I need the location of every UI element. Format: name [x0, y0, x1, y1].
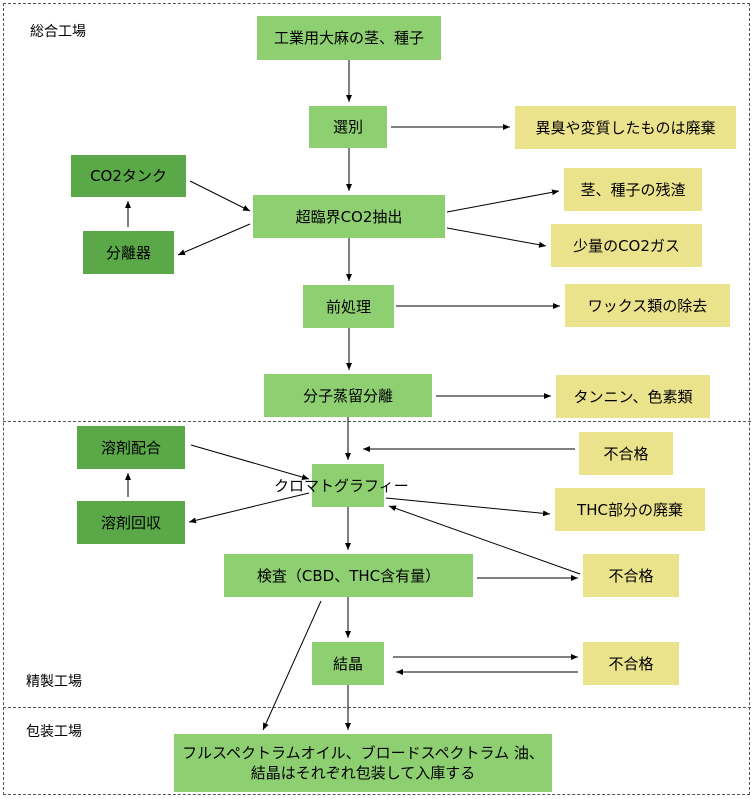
node-inspection: 検査（CBD、THC含有量）: [224, 554, 473, 597]
node-hemp-input: 工業用大麻の茎、種子: [257, 16, 441, 60]
node-reject-odor: 異臭や変質したものは廃棄: [515, 106, 736, 149]
arrow-extraction-to-residue: [446, 189, 560, 213]
zone-divider-integrated-refining: [3, 421, 751, 422]
node-wax-removal: ワックス類の除去: [565, 284, 730, 327]
zone-label-refining-factory: 精製工場: [26, 674, 82, 690]
diagram-frame: [3, 3, 750, 795]
node-separator: 分離器: [83, 231, 174, 274]
arrow-extraction-to-co2gas: [446, 227, 547, 248]
arrow-inspection-to-packaging: [262, 600, 322, 731]
zone-divider-refining-packaging: [3, 707, 751, 708]
node-chromatography: クロマトグラフィー: [274, 477, 409, 495]
node-molecular-distillation: 分子蒸留分離: [264, 374, 432, 417]
arrow-fail2-to-chromatography: [388, 505, 581, 575]
zone-label-packaging-factory: 包装工場: [26, 724, 82, 740]
node-tannin-pigment: タンニン、色素類: [556, 375, 710, 418]
node-solvent-mixing: 溶剤配合: [77, 426, 185, 469]
node-packaging: フルスペクトラムオイル、ブロードスペクトラム 油、 結晶はそれぞれ包装して入庫す…: [174, 734, 552, 792]
node-fail-2: 不合格: [583, 554, 679, 597]
node-chromatography-box: [312, 464, 384, 507]
arrow-chromatography-to-recovery: [188, 492, 310, 524]
node-packaging-line1: フルスペクトラムオイル、ブロードスペクトラム 油、: [182, 744, 544, 762]
node-fail-3: 不合格: [583, 642, 679, 685]
node-thc-disposal: THC部分の廃棄: [555, 488, 705, 531]
node-sorting: 選別: [309, 106, 387, 148]
node-packaging-line2: 結晶はそれぞれ包装して入庫する: [250, 764, 476, 782]
node-crystallization: 結晶: [312, 642, 384, 685]
node-sc-co2-extraction: 超臨界CO2抽出: [253, 195, 445, 238]
node-residue: 茎、種子の残渣: [564, 168, 702, 211]
node-small-co2-gas: 少量のCO2ガス: [551, 224, 702, 267]
node-co2-tank: CO2タンク: [71, 155, 186, 197]
arrow-tank-to-extraction: [189, 180, 251, 212]
zone-label-integrated-factory: 総合工場: [30, 24, 86, 40]
arrow-extraction-to-separator: [177, 223, 251, 256]
node-solvent-recovery: 溶剤回収: [77, 501, 185, 544]
arrow-mixing-to-chromatography: [190, 444, 310, 480]
arrow-chromatography-to-thc: [385, 497, 551, 517]
node-pretreatment: 前処理: [303, 285, 394, 328]
node-fail-1: 不合格: [579, 432, 673, 475]
